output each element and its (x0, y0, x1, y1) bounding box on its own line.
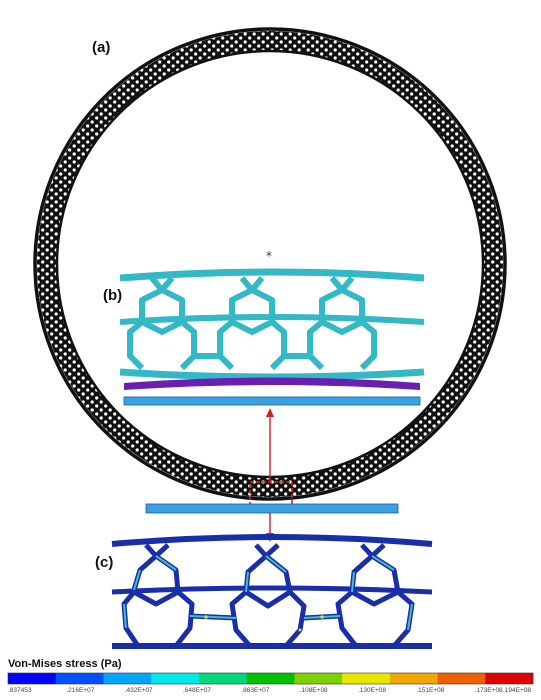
legend-swatch (294, 673, 343, 684)
legend-swatch (8, 673, 57, 684)
legend-swatch (342, 673, 391, 684)
legend-tick-label: .648E+07 (183, 687, 211, 694)
road-strip-a (145, 503, 399, 514)
panel-label-a: (a) (92, 39, 110, 56)
legend-tick-label: .837453 (8, 687, 32, 694)
contact-layer (124, 377, 420, 390)
legend-tick-label: .151E+08 (416, 687, 444, 694)
legend-swatch (485, 673, 534, 684)
cell-structure-c (111, 534, 433, 649)
legend-swatch (103, 673, 152, 684)
legend-swatch (151, 673, 200, 684)
legend-swatch (389, 673, 438, 684)
legend-tick-label: .863E+07 (241, 687, 269, 694)
road-strip-b (123, 396, 421, 406)
legend-swatch (198, 673, 247, 684)
legend-tick-label: .216E+07 (66, 687, 94, 694)
arrow-up-head (266, 408, 274, 417)
legend-tick-label: .432E+07 (125, 687, 153, 694)
legend-tick-label: .194E+08 (503, 687, 531, 694)
panel-label-b: (b) (103, 287, 122, 304)
legend-ticks: .837453 .216E+07 .432E+07 .648E+07 .863E+07.… (8, 687, 531, 694)
panel-label-c: (c) (95, 554, 113, 571)
legend-tick-label: .108E+08 (300, 687, 328, 694)
legend-swatch (246, 673, 295, 684)
legend-outline (7, 672, 534, 685)
center-marker: * (266, 249, 272, 263)
cell-structure-b (119, 268, 425, 381)
legend-title: Von-Mises stress (Pa) (8, 658, 122, 670)
legend-swatch (55, 673, 104, 684)
legend-swatch (437, 673, 486, 684)
legend-colorbar (7, 672, 534, 685)
legend-tick-label: .130E+08 (358, 687, 386, 694)
legend-tick-label: .173E+08 (475, 687, 503, 694)
